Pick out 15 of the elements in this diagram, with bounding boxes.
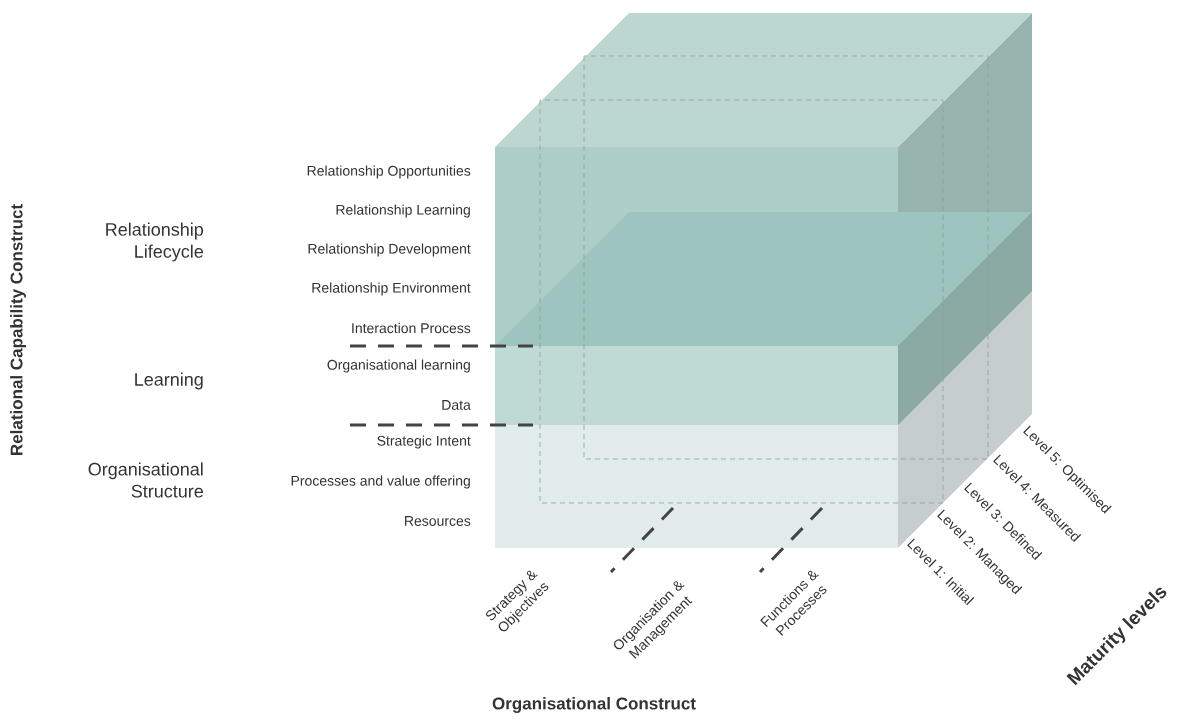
row-label: Processes and value offering <box>291 475 470 489</box>
row-label: Relationship Learning <box>336 204 470 218</box>
row-label: Relationship Environment <box>312 282 471 296</box>
group-label: Relationship Lifecycle <box>106 222 204 262</box>
axis-label: Organisational Construct <box>492 697 696 713</box>
row-label: Data <box>442 400 471 410</box>
group-label: Learning <box>135 372 203 390</box>
row-label: Strategic Intent <box>377 435 471 449</box>
row-label: Interaction Process <box>352 322 471 334</box>
row-label: Organisational learning <box>327 359 470 373</box>
group-label: Organisational Structure <box>88 462 203 498</box>
row-label: Relationship Development <box>308 243 471 257</box>
row-label: Resources <box>405 516 471 526</box>
row-label: Relationship Opportunities <box>307 165 471 179</box>
axis-label: Relational Capability Construct <box>10 204 26 455</box>
